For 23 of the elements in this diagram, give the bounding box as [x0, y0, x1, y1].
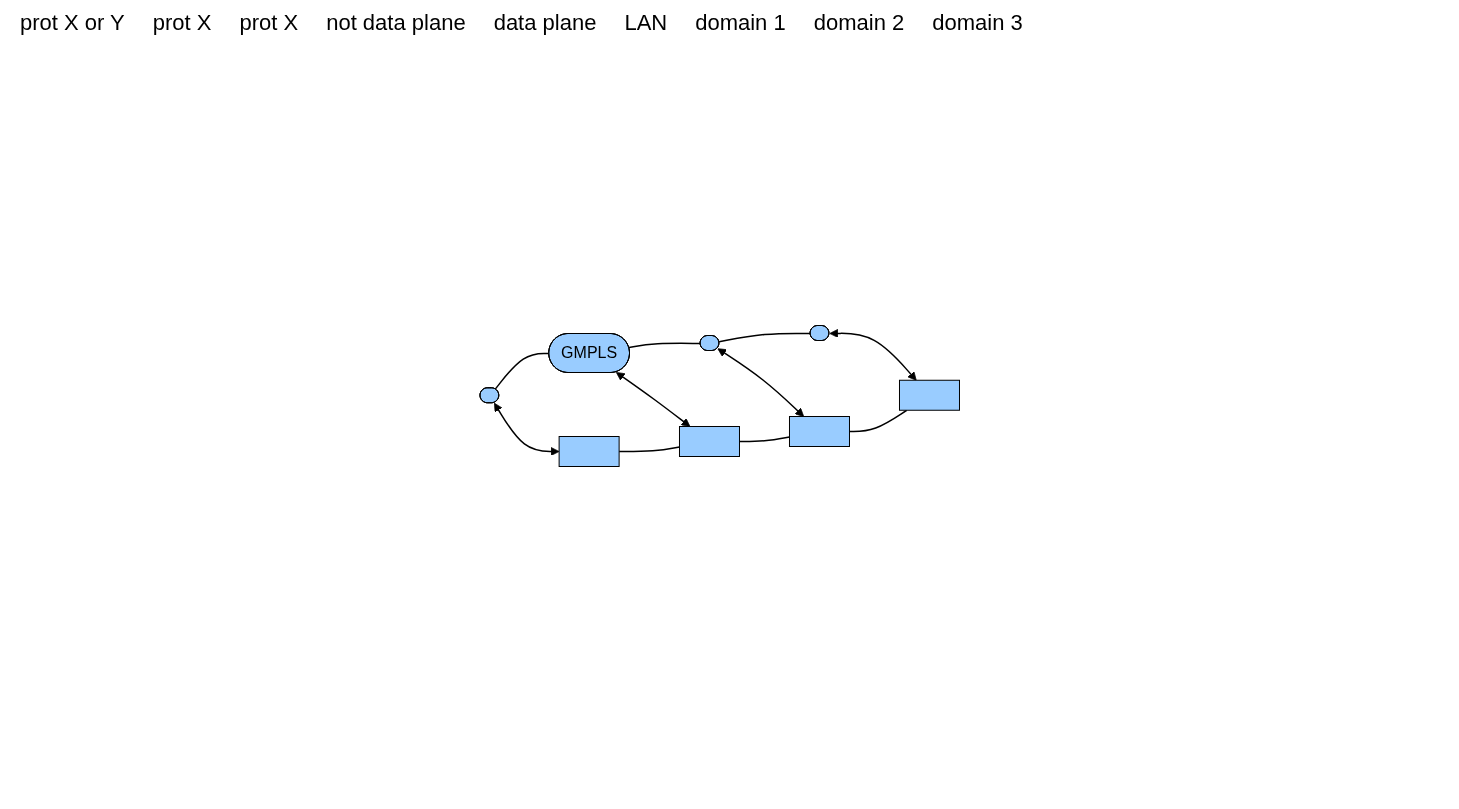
annotation-text: domain 3 [932, 10, 1023, 36]
connector [628, 342, 702, 349]
arrow [616, 372, 691, 427]
arrow [829, 329, 917, 381]
node-box [789, 416, 851, 447]
annotation-text: prot X [152, 10, 212, 36]
connector [494, 352, 551, 390]
node-box [899, 379, 961, 411]
connector [618, 446, 681, 453]
annotation-text: LAN [624, 10, 668, 36]
annotation-text: not data plane [326, 10, 466, 36]
connector [718, 332, 812, 343]
node-box [558, 436, 620, 467]
annotation-text: data plane [493, 10, 597, 36]
annotation-text: prot X [239, 10, 299, 36]
arrow [717, 348, 805, 417]
connector [849, 409, 908, 433]
arrow [494, 402, 560, 456]
annotation-text: prot X or Y [20, 10, 125, 36]
annotation-text: domain 1 [695, 10, 786, 36]
connector [739, 436, 791, 443]
node-box [679, 426, 741, 457]
annotation-text: domain 2 [813, 10, 905, 36]
